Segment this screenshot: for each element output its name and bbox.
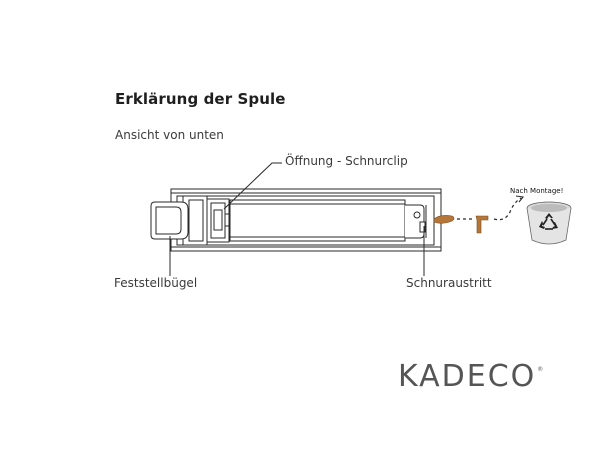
bracket-icon	[475, 215, 489, 234]
locking-bracket	[150, 201, 189, 240]
left-end-cap	[182, 195, 230, 246]
logo-text: KADECO	[398, 359, 537, 394]
nach-montage-label: Nach Montage!	[510, 187, 564, 195]
kadeco-logo: KADECO ®	[398, 360, 543, 396]
registered-mark: ®	[537, 366, 544, 373]
dashed-arc	[493, 197, 522, 221]
right-end-cap	[405, 204, 427, 239]
cord-clip-icon	[433, 215, 455, 224]
diagram-title: Erklärung der Spule	[115, 90, 286, 108]
view-subtitle: Ansicht von unten	[115, 128, 224, 142]
schnuraustritt-label: Schnuraustritt	[406, 276, 492, 290]
arrow-head	[515, 195, 525, 203]
feststellbuegel-label: Feststellbügel	[114, 276, 198, 290]
schnurclip-label: Öffnung - Schnurclip	[285, 154, 408, 168]
recycle-bin-icon	[526, 201, 572, 245]
leader-lines	[169, 162, 425, 276]
